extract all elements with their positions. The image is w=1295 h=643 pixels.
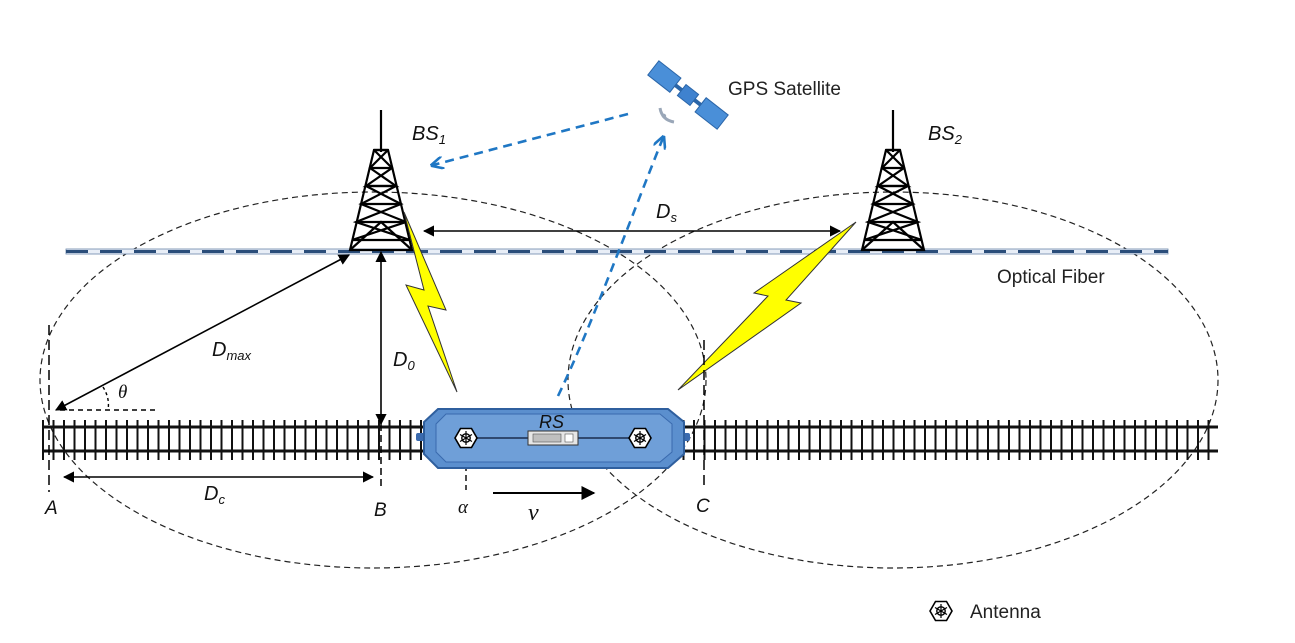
bs1-coverage-ellipse: [39, 191, 707, 569]
dmax-distance-arrow: [55, 254, 350, 411]
dc-label: Dc: [204, 483, 225, 507]
bs2-lightning-icon: [677, 221, 857, 391]
theta-arc: [102, 386, 110, 411]
dmax-label: Dmax: [212, 339, 252, 363]
ds-label: Ds: [656, 201, 677, 225]
gps-satellite-icon: [647, 60, 729, 130]
point-a-label: A: [44, 498, 58, 519]
rear-antenna-icon: [628, 427, 652, 449]
bs2-coverage-ellipse: [567, 191, 1219, 569]
bs1-label: BS1: [412, 123, 446, 147]
point-b-label: B: [374, 500, 387, 521]
gps-to-bs1-signal: [433, 112, 629, 165]
antenna-legend-icon: [929, 600, 953, 622]
train-relay-station: [416, 408, 690, 469]
front-antenna-icon: [454, 427, 478, 449]
gps-satellite-label: GPS Satellite: [728, 79, 841, 100]
theta-label: θ: [118, 382, 127, 403]
bs2-tower-icon: [860, 110, 926, 252]
relay-unit-icon: [527, 430, 579, 446]
point-c-label: C: [696, 496, 710, 517]
bs1-tower-icon: [348, 110, 414, 252]
antenna-legend: Antenna: [929, 600, 1041, 623]
bs2-label: BS2: [928, 123, 963, 147]
velocity-label: ν: [528, 500, 539, 526]
bs1-lightning-icon: [403, 211, 458, 393]
gps-to-train-signal: [556, 138, 663, 397]
alpha-label: α: [458, 497, 469, 518]
antenna-legend-label: Antenna: [970, 602, 1041, 623]
d0-label: D0: [393, 349, 415, 373]
optical-fiber-label: Optical Fiber: [997, 267, 1105, 288]
rs-label: RS: [539, 412, 564, 432]
